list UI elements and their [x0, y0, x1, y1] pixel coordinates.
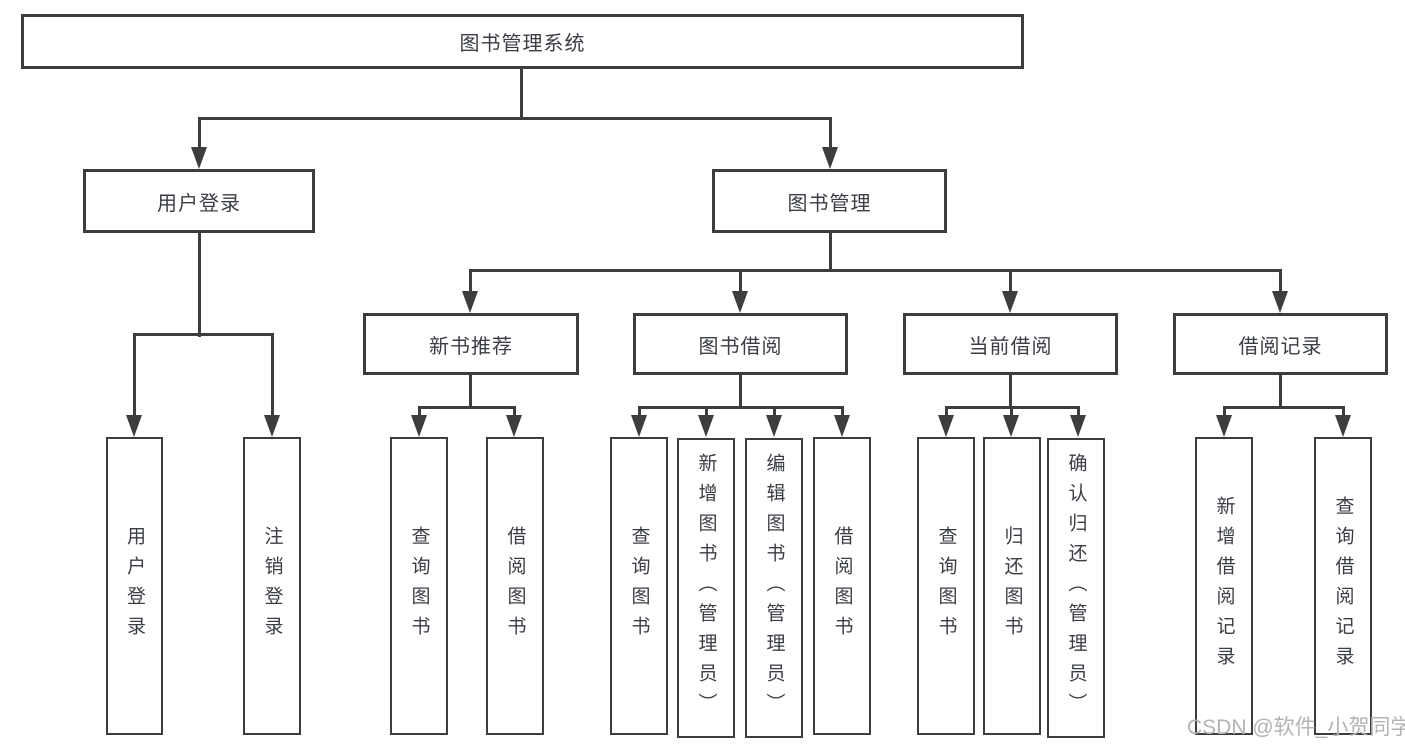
connector-drop: [840, 407, 844, 419]
leaf-label: 借阅图书: [504, 526, 526, 646]
leaf-label: 新增借阅记录: [1213, 496, 1235, 676]
connector-drop: [944, 407, 948, 419]
leaf-label: 用户登录: [124, 526, 145, 646]
arrowhead-down-icon: [126, 415, 142, 437]
arrowhead-down-icon: [766, 415, 782, 437]
connector-drop: [1222, 407, 1226, 419]
leaf-label: 查询图书: [408, 526, 430, 646]
arrowhead-down-icon: [1003, 415, 1019, 437]
leaf-edit-books-admin: 编辑图书（管理员）: [745, 438, 803, 738]
node-book-management: 图书管理: [712, 169, 947, 233]
connector-drop: [1009, 407, 1013, 419]
leaf-borrow-books: 借阅图书: [813, 437, 871, 735]
node-new-book-recommendation: 新书推荐: [363, 313, 579, 375]
connector-bar: [197, 116, 832, 120]
connector-drop: [828, 118, 832, 151]
connector-drop: [417, 407, 421, 419]
connector-stem: [828, 233, 832, 272]
leaf-label: 借阅图书: [831, 526, 853, 646]
arrowhead-down-icon: [1002, 291, 1018, 313]
arrowhead-down-icon: [1272, 291, 1288, 313]
watermark: CSDN @软件_小贺同学: [1187, 716, 1405, 739]
arrowhead-down-icon: [732, 291, 748, 313]
leaf-return-books: 归还图书: [983, 437, 1041, 735]
leaf-add-borrow-record: 新增借阅记录: [1195, 437, 1253, 735]
node-label: 借阅记录: [1238, 335, 1323, 358]
connector-drop: [197, 118, 201, 151]
leaf-user-login: 用户登录: [106, 437, 163, 735]
arrowhead-down-icon: [1335, 415, 1351, 437]
connector-drop: [738, 270, 742, 295]
leaf-query-borrow-record: 查询借阅记录: [1314, 437, 1372, 735]
connector-drop: [468, 270, 472, 295]
leaf-add-books-admin: 新增图书（管理员）: [677, 438, 735, 738]
leaf-label: 编辑图书（管理员）: [763, 453, 785, 723]
leaf-label: 查询借阅记录: [1332, 496, 1354, 676]
connector-bar: [468, 268, 1282, 272]
connector-drop: [132, 334, 136, 419]
connector-bar: [1222, 405, 1345, 409]
node-library-management-system: 图书管理系统: [21, 14, 1024, 69]
arrowhead-down-icon: [938, 415, 954, 437]
node-label: 当前借阅: [968, 335, 1053, 358]
leaf-label: 归还图书: [1001, 526, 1023, 646]
arrowhead-down-icon: [264, 415, 280, 437]
connector-bar: [417, 405, 516, 409]
arrowhead-down-icon: [411, 415, 427, 437]
connector-stem: [1278, 375, 1282, 409]
arrowhead-down-icon: [834, 415, 850, 437]
node-label: 图书借阅: [698, 335, 783, 358]
connector-drop: [772, 407, 776, 419]
arrowhead-down-icon: [1216, 415, 1232, 437]
leaf-query-books: 查询图书: [917, 437, 975, 735]
connector-drop: [1278, 270, 1282, 295]
node-label: 图书管理: [787, 192, 872, 215]
connector-drop: [512, 407, 516, 419]
node-book-borrowing: 图书借阅: [633, 313, 848, 375]
connector-bar: [132, 332, 274, 336]
leaf-label: 注销登录: [261, 526, 283, 646]
leaf-label: 确认归还（管理员）: [1065, 453, 1087, 723]
leaf-label: 新增图书（管理员）: [695, 453, 717, 723]
node-user-login: 用户登录: [83, 169, 315, 233]
connector-drop: [1008, 270, 1012, 295]
leaf-query-books: 查询图书: [610, 437, 668, 735]
connector-drop: [1076, 407, 1080, 419]
leaf-label: 查询图书: [628, 526, 650, 646]
arrowhead-down-icon: [1070, 415, 1086, 437]
connector-stem: [1008, 375, 1012, 409]
arrowhead-down-icon: [698, 415, 714, 437]
arrowhead-down-icon: [631, 415, 647, 437]
connector-stem: [468, 375, 472, 409]
arrowhead-down-icon: [191, 147, 207, 169]
node-current-borrowing: 当前借阅: [903, 313, 1118, 375]
node-label: 新书推荐: [429, 335, 513, 358]
connector-drop: [1341, 407, 1345, 419]
leaf-confirm-return-admin: 确认归还（管理员）: [1047, 438, 1105, 738]
leaf-logout: 注销登录: [243, 437, 301, 735]
connector-bar: [637, 405, 844, 409]
leaf-query-books: 查询图书: [390, 437, 448, 735]
connector-drop: [704, 407, 708, 419]
arrowhead-down-icon: [462, 291, 478, 313]
leaf-borrow-books: 借阅图书: [486, 437, 544, 735]
connector-drop: [270, 334, 274, 419]
arrowhead-down-icon: [506, 415, 522, 437]
leaf-label: 查询图书: [935, 526, 957, 646]
connector-stem: [519, 69, 523, 120]
connector-stem: [738, 375, 742, 409]
node-label: 用户登录: [157, 192, 241, 215]
connector-drop: [637, 407, 641, 419]
node-borrowing-records: 借阅记录: [1173, 313, 1388, 375]
arrowhead-down-icon: [822, 147, 838, 169]
node-label: 图书管理系统: [459, 33, 586, 55]
connector-stem: [197, 233, 201, 337]
